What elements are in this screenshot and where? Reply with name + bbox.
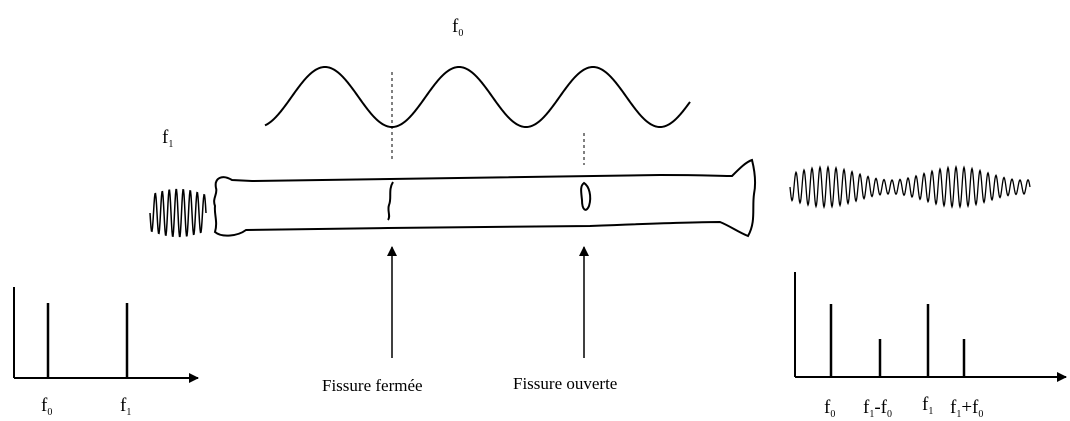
output-spectrum-tick-f1-minus-f0: f1-f0 xyxy=(863,397,892,420)
pump-frequency-label: f0 xyxy=(452,16,463,39)
pump-wave xyxy=(264,65,691,129)
open-crack-caption: Fissure ouverte xyxy=(513,374,617,393)
open-crack-mark xyxy=(580,181,592,211)
input-spectrum-tick-f0: f0 xyxy=(41,395,52,418)
closed-crack-mark xyxy=(387,181,394,221)
output-spectrum-tick-f1-plus-f0: f1+f0 xyxy=(950,397,983,420)
output-wave xyxy=(789,164,1031,210)
input-spectrum: f0 f1 xyxy=(13,287,199,418)
closed-crack-caption: Fissure fermée xyxy=(322,376,423,395)
probe-wave xyxy=(149,188,207,238)
output-spectrum-tick-f1: f1 xyxy=(922,394,933,417)
input-spectrum-tick-f1: f1 xyxy=(120,395,131,418)
output-spectrum: f0 f1-f0 f1 f1+f0 xyxy=(794,272,1067,420)
output-spectrum-tick-f0: f0 xyxy=(824,397,835,420)
bone-outline xyxy=(213,158,757,238)
probe-frequency-label: f1 xyxy=(162,127,173,150)
